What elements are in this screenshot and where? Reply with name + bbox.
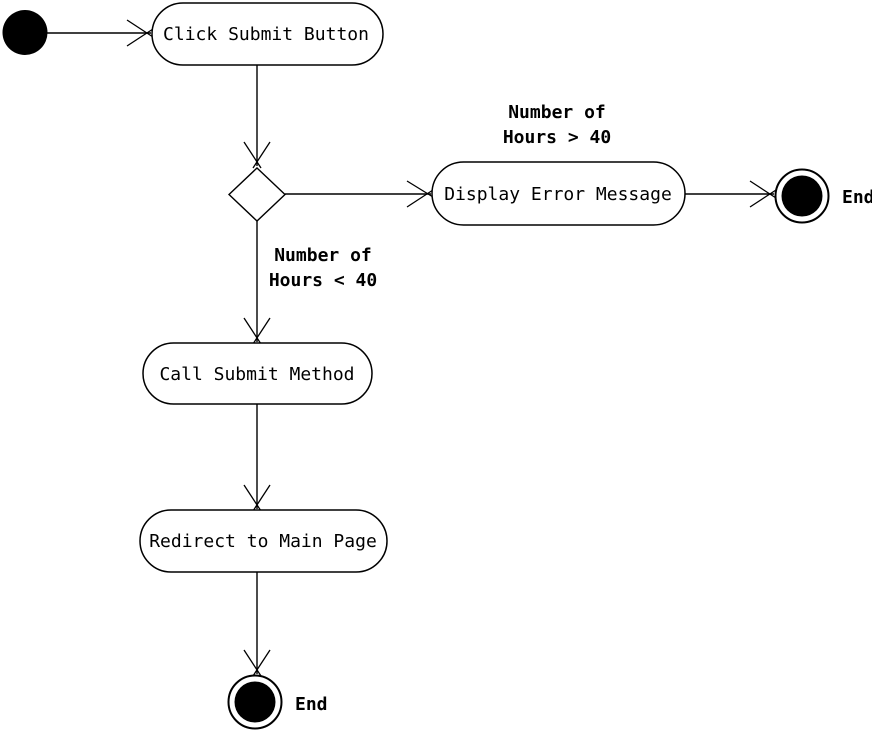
action-label-click-submit: Click Submit Button xyxy=(163,24,369,45)
arrowhead-down-icon xyxy=(243,141,271,169)
arrowhead-right-icon xyxy=(406,180,434,208)
final-node-error: End xyxy=(774,168,872,224)
action-label-redirect-main: Redirect to Main Page xyxy=(149,531,377,552)
action-node-display-error: Display Error Message xyxy=(431,161,686,226)
action-node-click-submit: Click Submit Button xyxy=(151,2,384,66)
action-label-call-submit: Call Submit Method xyxy=(159,364,354,385)
arrowhead-down-icon xyxy=(243,317,271,345)
edge-click-submit-to-decision xyxy=(243,65,271,169)
edge-decision-to-call-submit: Number of Hours < 40 xyxy=(243,221,377,345)
edge-decision-to-display-error: Number of Hours > 40 xyxy=(285,102,611,208)
guard-label-hours-gt-40-line2: Hours > 40 xyxy=(503,127,611,148)
action-node-call-submit: Call Submit Method xyxy=(142,342,373,405)
final-label-error: End xyxy=(842,187,872,208)
edge-call-submit-to-redirect xyxy=(243,404,271,512)
action-node-redirect-main: Redirect to Main Page xyxy=(139,509,388,573)
guard-label-hours-lt-40-line1: Number of xyxy=(274,245,372,266)
edge-start-to-click-submit xyxy=(47,19,154,47)
edge-redirect-to-end xyxy=(243,572,271,677)
arrowhead-right-icon xyxy=(749,180,777,208)
final-node-main: End xyxy=(227,674,328,730)
guard-label-hours-lt-40-line2: Hours < 40 xyxy=(269,270,377,291)
guard-label-hours-gt-40-line1: Number of xyxy=(508,102,606,123)
action-label-display-error: Display Error Message xyxy=(444,184,672,205)
arrowhead-right-icon xyxy=(126,19,154,47)
initial-node xyxy=(2,10,48,55)
decision-node xyxy=(227,167,287,222)
arrowhead-down-icon xyxy=(243,649,271,677)
edge-display-error-to-end xyxy=(685,180,777,208)
final-label-main: End xyxy=(295,694,328,715)
arrowhead-down-icon xyxy=(243,484,271,512)
